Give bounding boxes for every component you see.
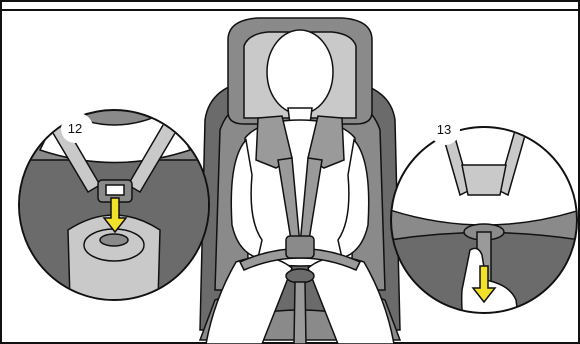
adjuster-strap <box>294 282 306 344</box>
child-head <box>267 30 333 114</box>
step-number-12: 12 <box>61 115 89 143</box>
buckle <box>286 236 314 258</box>
detail13-buckle <box>462 165 506 195</box>
crotch-buckle-base <box>286 269 314 283</box>
detail-step-12 <box>18 110 210 300</box>
step-number-13: 13 <box>430 116 458 144</box>
